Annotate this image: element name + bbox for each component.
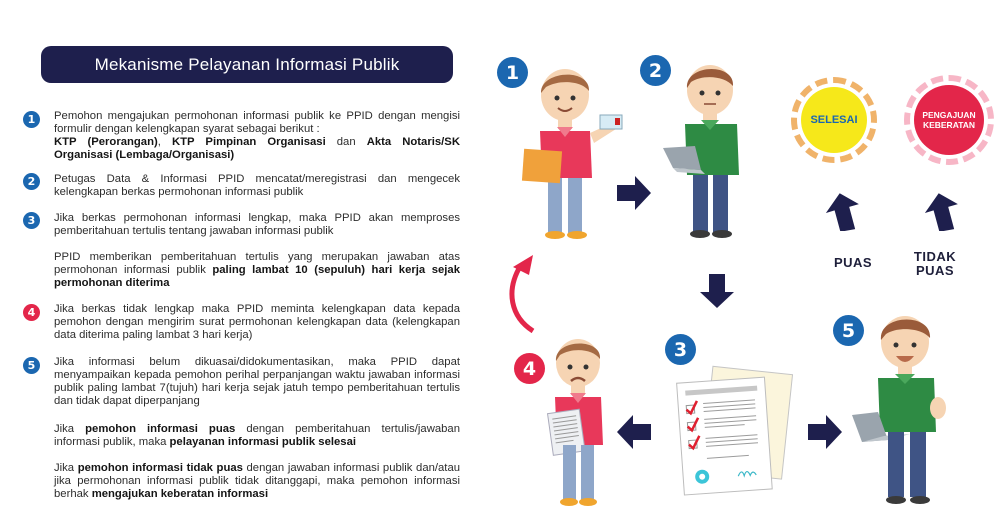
- arrow-right-1-to-2-icon: [617, 176, 651, 210]
- page-title: Mekanisme Pelayanan Informasi Publik: [41, 46, 453, 83]
- step-1-text: Pemohon mengajukan permohonan informasi …: [54, 110, 460, 161]
- arrow-down-2-to-3-icon: [700, 274, 734, 308]
- step-4-badge: 4: [23, 304, 40, 321]
- curved-arrow-4-to-1-icon: [509, 255, 535, 333]
- puas-label: PUAS: [833, 255, 873, 270]
- selesai-ring: [791, 77, 877, 163]
- happy-officer-illustration: [852, 316, 946, 504]
- tidak-puas-label: TIDAK PUAS: [913, 249, 957, 278]
- arrow-up-puas-icon: [826, 193, 859, 231]
- step-3-text: Jika berkas permohonan informasi lengkap…: [54, 212, 460, 237]
- step-2-text: Petugas Data & Informasi PPID mencatat/m…: [54, 173, 460, 198]
- step-4-text: Jika berkas tidak lengkap maka PPID memi…: [54, 303, 460, 341]
- arrow-right-3-to-5-icon: [808, 415, 842, 449]
- diagram-badge-5: 5: [833, 315, 864, 346]
- officer-person-illustration: [663, 65, 739, 238]
- page-title-text: Mekanisme Pelayanan Informasi Publik: [94, 54, 400, 74]
- diagram-badge-3: 3: [665, 334, 696, 365]
- diagram-badge-1: 1: [497, 57, 528, 88]
- keberatan-circle: PENGAJUAN KEBERATAN: [914, 85, 984, 155]
- diagram-badge-2: 2: [640, 55, 671, 86]
- arrow-left-3-to-4-icon: [617, 415, 651, 449]
- documents-checklist-illustration: [676, 365, 794, 496]
- step-3-badge: 3: [23, 212, 40, 229]
- step-5-badge: 5: [23, 357, 40, 374]
- outcome-puas-text: Jika pemohon informasi puas dengan pembe…: [54, 423, 460, 448]
- step-3-note: PPID memberikan pemberitahuan tertulis y…: [54, 251, 460, 289]
- applicant-person-illustration: [521, 69, 623, 239]
- arrow-up-tidak-puas-icon: [925, 193, 958, 231]
- selesai-circle: SELESAI: [801, 87, 867, 153]
- outcome-tidak-puas-text: Jika pemohon informasi tidak puas dengan…: [54, 462, 461, 500]
- worried-applicant-illustration: [546, 339, 603, 506]
- step-5-text: Jika informasi belum dikuasai/didokument…: [54, 356, 460, 407]
- diagram-badge-4: 4: [514, 353, 545, 384]
- step-1-badge: 1: [23, 111, 40, 128]
- step-2-badge: 2: [23, 173, 40, 190]
- keberatan-ring: [904, 75, 994, 165]
